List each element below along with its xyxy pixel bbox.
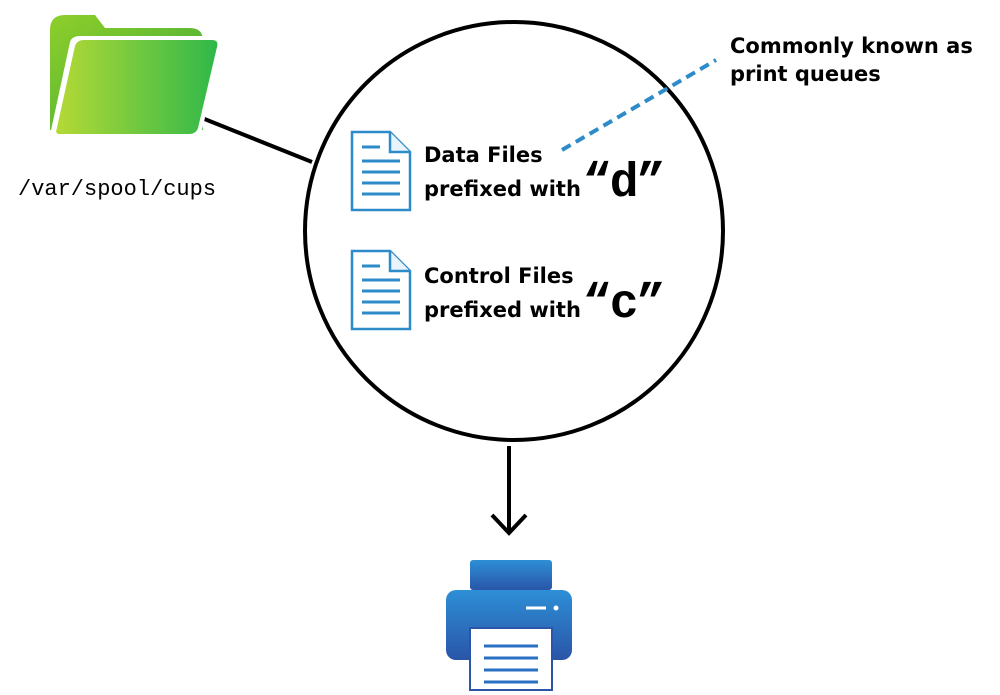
document-icon bbox=[350, 249, 412, 331]
callout-dashed-line bbox=[560, 58, 718, 152]
callout-note: Commonly known as print queues bbox=[730, 32, 973, 88]
callout-line-2: print queues bbox=[730, 62, 881, 86]
data-files-prefix-text: prefixed with bbox=[424, 177, 581, 201]
folder-icon bbox=[50, 15, 224, 137]
control-files-prefix-letter: “c” bbox=[582, 278, 665, 332]
down-arrow bbox=[490, 446, 528, 536]
control-files-title: Control Files bbox=[424, 264, 574, 288]
data-files-prefix-row: prefixed with “d” bbox=[424, 157, 665, 211]
spool-circle bbox=[303, 20, 725, 442]
spool-path-label: /var/spool/cups bbox=[18, 177, 217, 202]
data-files-label: Data Files prefixed with “d” bbox=[424, 141, 665, 211]
control-files-label: Control Files prefixed with “c” bbox=[424, 262, 665, 332]
printer-icon bbox=[446, 560, 572, 691]
data-files-title: Data Files bbox=[424, 143, 543, 167]
callout-line-1: Commonly known as bbox=[730, 34, 973, 58]
data-files-prefix-letter: “d” bbox=[582, 157, 665, 211]
control-files-prefix-text: prefixed with bbox=[424, 298, 581, 322]
document-icon bbox=[350, 130, 412, 212]
control-files-prefix-row: prefixed with “c” bbox=[424, 278, 665, 332]
folder-connector-line bbox=[201, 116, 313, 164]
